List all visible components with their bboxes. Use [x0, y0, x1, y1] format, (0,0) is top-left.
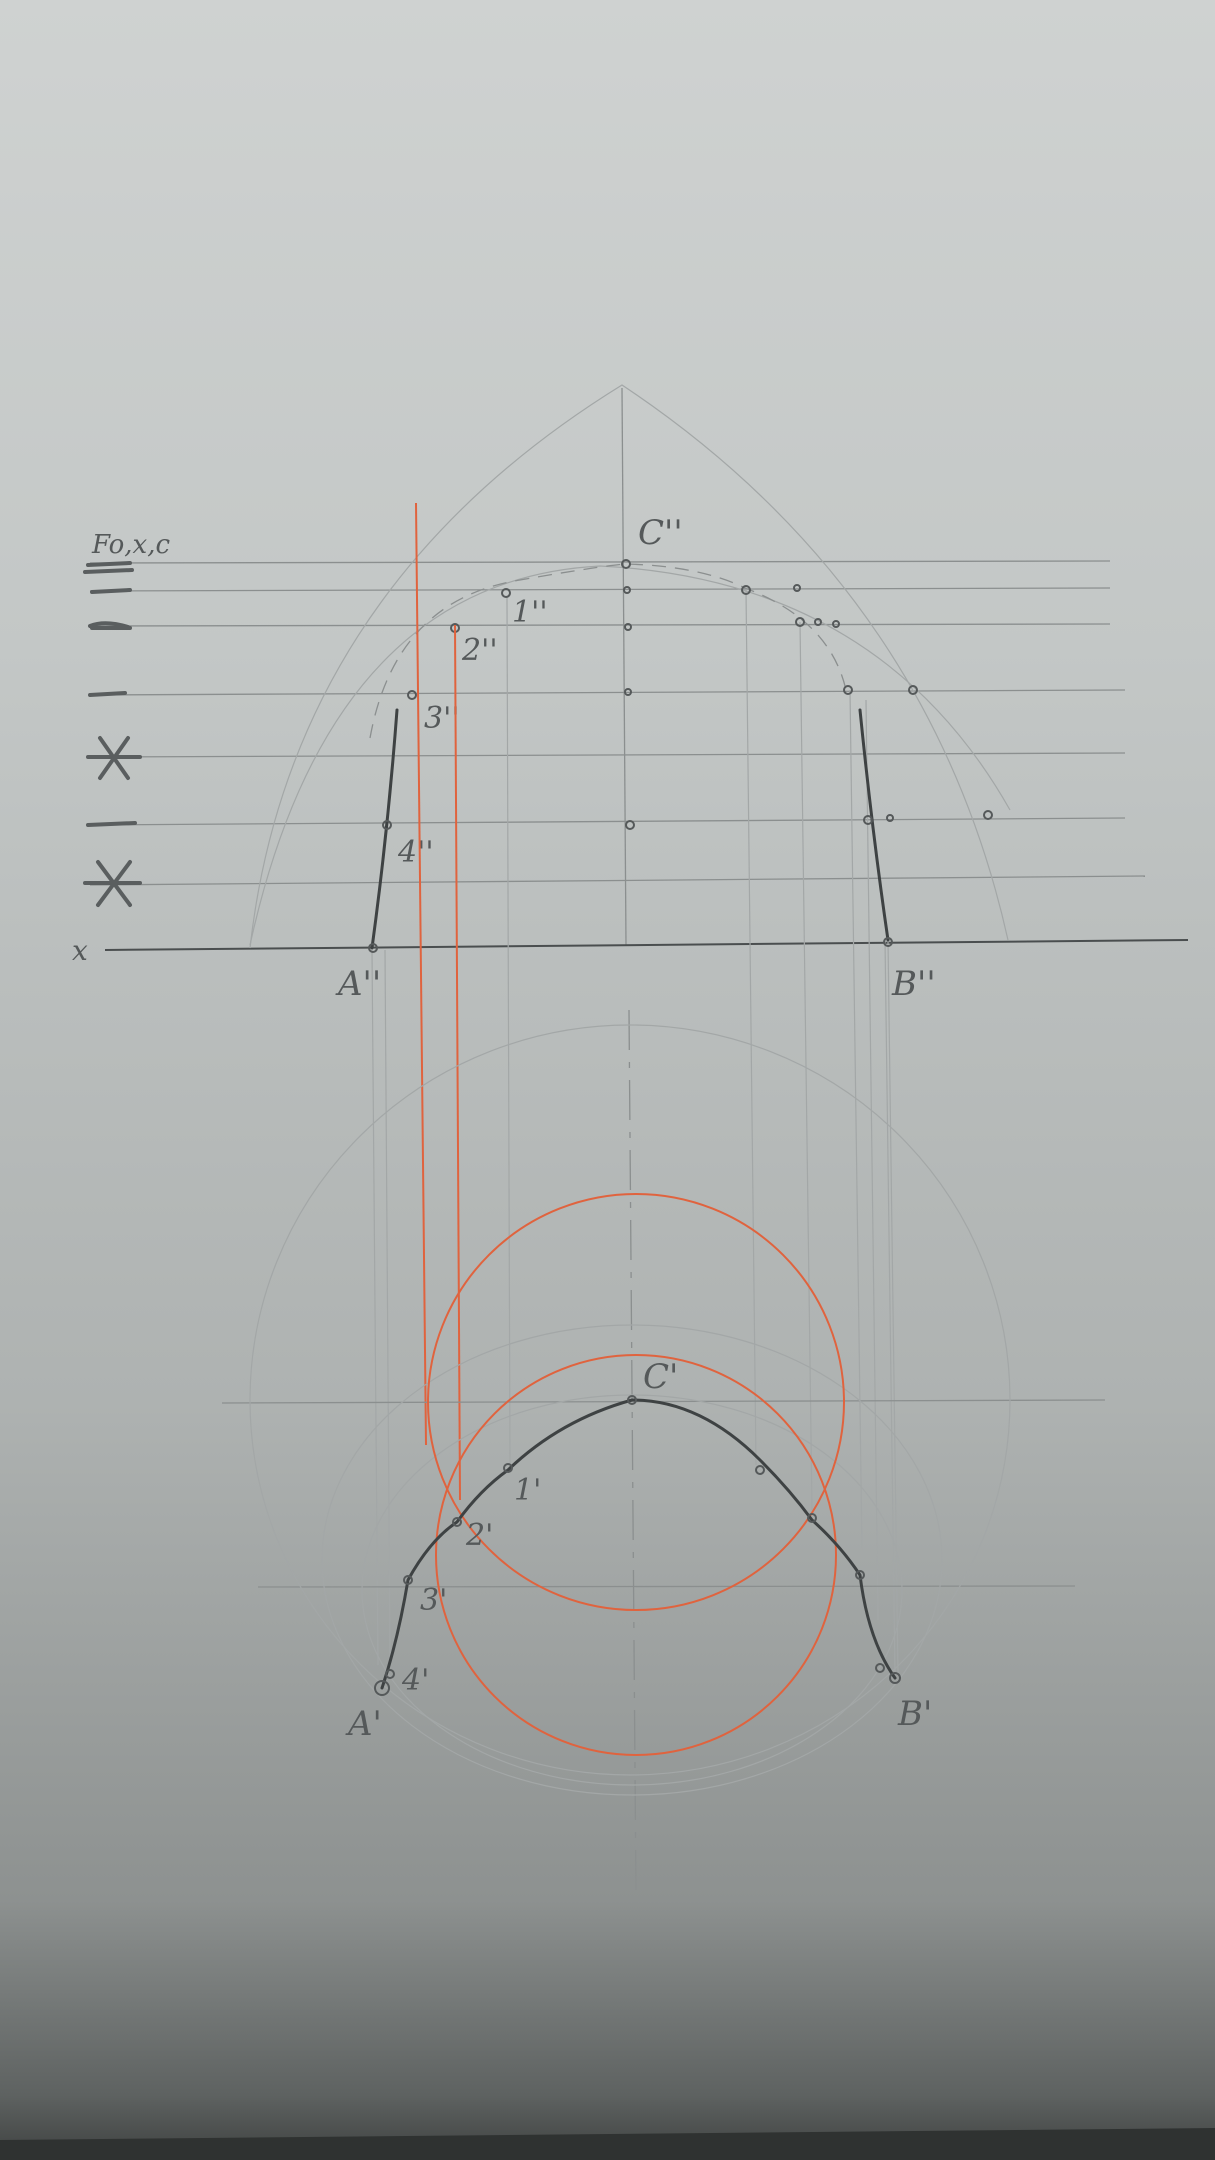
plan-axis-vertical	[628, 1009, 637, 1896]
axis-label-x: x	[72, 934, 88, 967]
legend-label: Fo,x,c	[91, 530, 170, 560]
silhouette-right	[858, 708, 890, 942]
label-C1: C'	[643, 1357, 678, 1397]
level-lines	[89, 560, 1146, 886]
label-1-top: 1'	[514, 1473, 541, 1508]
plan-axis-horizontal-1	[221, 1399, 1106, 1404]
dome-dashed-curve	[369, 563, 847, 739]
plan-curve	[380, 1398, 897, 1690]
paper-edge	[0, 2128, 1215, 2160]
label-2-front: 2''	[461, 633, 498, 668]
label-4-top: 4'	[401, 1663, 429, 1698]
label-A2: A''	[335, 964, 381, 1004]
label-3-top: 3'	[420, 1583, 447, 1618]
label-1-front: 1''	[512, 595, 548, 630]
top-view: C' 1' 2' 3' 4' A' B'	[221, 1009, 1106, 1896]
label-3-front: 3''	[424, 701, 460, 736]
front-view: Fo,x,c x C'' 1'' 2'' 3'' 4'' A'' B''	[72, 384, 1189, 1676]
plan-axis-horizontal-2	[257, 1585, 1076, 1588]
construction-arcs	[249, 384, 1011, 949]
label-B1: B'	[897, 1694, 932, 1734]
plan-circles	[249, 1024, 1011, 1796]
projection-lines	[371, 589, 899, 1676]
plan-points	[374, 1395, 901, 1696]
label-4-front: 4''	[397, 835, 434, 870]
level-legend-marks	[83, 561, 142, 907]
x-axis-line	[104, 939, 1189, 951]
label-A1: A'	[345, 1704, 382, 1744]
front-axis-vertical	[621, 387, 627, 946]
red-circle-upper	[427, 1193, 845, 1611]
label-C2: C''	[638, 513, 683, 553]
red-construction-front	[415, 502, 461, 1501]
red-circle-lower	[435, 1354, 837, 1756]
label-2-top: 2'	[465, 1518, 493, 1553]
label-B2: B''	[891, 964, 936, 1004]
